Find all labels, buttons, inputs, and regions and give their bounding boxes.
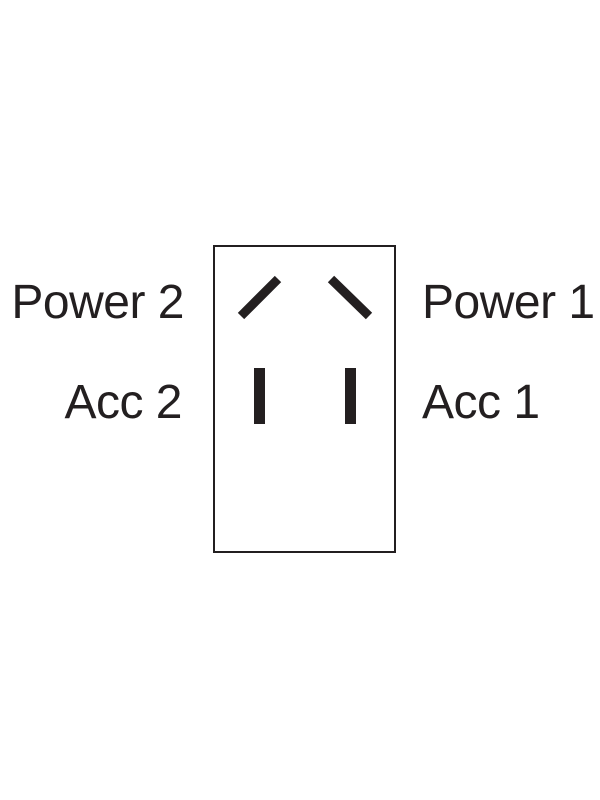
pin-power-1 <box>327 275 373 320</box>
label-acc-2: Acc 2 <box>64 376 182 429</box>
label-power-1: Power 1 <box>422 276 595 329</box>
pin-acc-2 <box>254 368 265 424</box>
pin-acc-1 <box>345 368 356 424</box>
pin-power-2 <box>237 275 282 320</box>
label-power-2: Power 2 <box>11 276 184 329</box>
label-acc-1: Acc 1 <box>422 376 540 429</box>
switch-housing-outline <box>213 245 396 553</box>
